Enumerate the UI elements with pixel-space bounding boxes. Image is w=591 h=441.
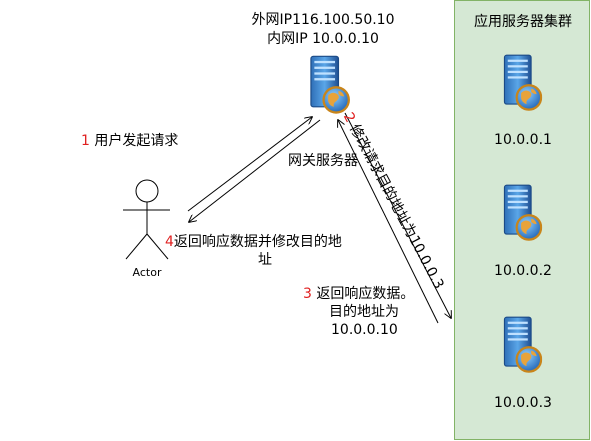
- step-1-label: 1 用户发起请求: [81, 133, 178, 150]
- step-1-number: 1: [81, 133, 90, 149]
- step-4-number: 4: [165, 234, 174, 250]
- cluster-title: 应用服务器集群: [474, 14, 572, 30]
- step-1-text: 用户发起请求: [89, 133, 179, 149]
- app-server-cluster: 应用服务器集群 10.0.0.1 10.0.0.2 10.0.0.3: [454, 0, 590, 440]
- app-server-2-icon: [503, 184, 543, 241]
- app-server-3-icon: [503, 316, 543, 373]
- app-server-1-ip: 10.0.0.1: [494, 132, 552, 148]
- step-4-label: 4返回响应数据并修改目的地: [165, 234, 342, 251]
- arrow-server-response: [338, 120, 439, 324]
- step-4-text-line1: 返回响应数据并修改目的地: [173, 234, 342, 250]
- gateway-name: 网关服务器: [288, 153, 358, 169]
- step-3-text-line3: 10.0.0.10: [331, 322, 398, 338]
- app-server-1-icon: [503, 54, 543, 111]
- gateway-private-ip: 内网IP 10.0.0.10: [267, 31, 379, 47]
- step-4-text-line2: 址: [258, 252, 272, 268]
- gateway-public-ip: 外网IP116.100.50.10: [251, 12, 395, 28]
- step-3-number: 3: [303, 286, 312, 302]
- app-server-2-ip: 10.0.0.2: [494, 263, 552, 279]
- actor-label: Actor: [132, 266, 162, 279]
- gateway-server-icon: [309, 54, 351, 115]
- arrow-forward-to-server: [344, 112, 451, 318]
- step-3-text-line1: 返回响应数据。: [311, 286, 415, 302]
- arrow-user-request: [187, 117, 312, 212]
- step-3-label: 3 返回响应数据。: [303, 286, 414, 303]
- actor-icon: [123, 179, 170, 260]
- arrow-response-to-user: [189, 119, 321, 222]
- step-3-text-line2: 目的地址为: [329, 304, 399, 320]
- app-server-3-ip: 10.0.0.3: [494, 395, 552, 411]
